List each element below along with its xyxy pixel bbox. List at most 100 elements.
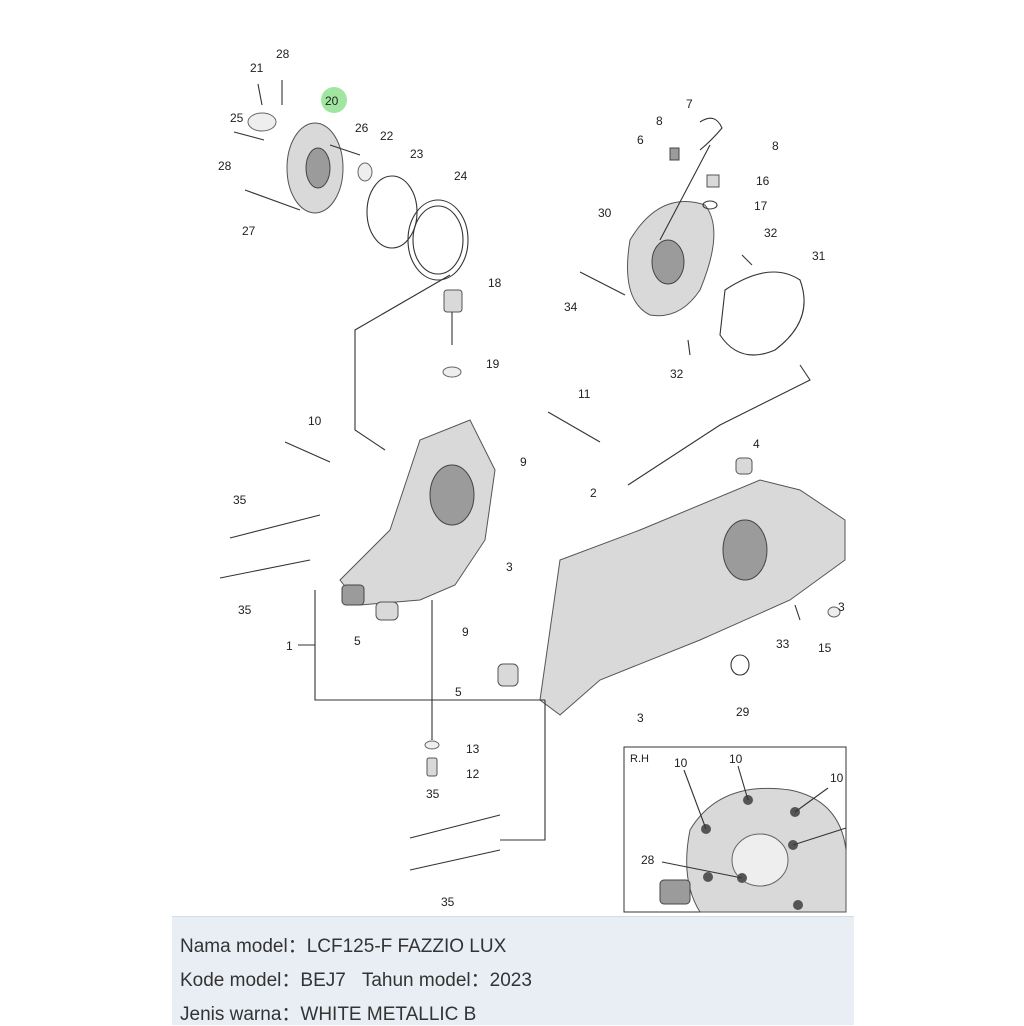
link-fitting <box>659 144 711 241</box>
label-27: 27 <box>242 224 256 238</box>
label-3a: 3 <box>506 560 513 574</box>
label-32b: 32 <box>670 367 684 381</box>
bolt-27 <box>244 189 301 211</box>
pin-21 <box>257 83 263 106</box>
bearing-bore-left <box>429 464 475 526</box>
label-33: 33 <box>776 637 790 651</box>
bolt-34 <box>579 271 626 296</box>
label-4: 4 <box>753 437 760 451</box>
dowel-32a <box>741 254 753 266</box>
dowel-33 <box>794 604 801 621</box>
washer-19 <box>442 366 462 378</box>
label-6: 6 <box>637 133 644 147</box>
cover-30-bore <box>651 239 685 285</box>
label-12: 12 <box>466 767 480 781</box>
part-labels: 20 28 21 25 26 22 23 24 28 27 18 19 7 8 … <box>218 47 845 909</box>
label-8a: 8 <box>656 114 663 128</box>
inset-leader-b <box>737 765 749 801</box>
o-ring-23 <box>366 175 418 249</box>
link-rightcover-to-case <box>627 364 811 486</box>
inset-leader-c <box>794 787 829 813</box>
label-9b: 9 <box>462 625 469 639</box>
label-23: 23 <box>410 147 424 161</box>
inset-label-28: 28 <box>641 853 655 867</box>
gasket-31 <box>719 271 805 356</box>
inset-leader-d <box>792 827 847 846</box>
label-1: 1 <box>286 639 293 653</box>
link-lines <box>298 144 811 841</box>
label-3b: 3 <box>637 711 644 725</box>
plug-16 <box>706 174 720 188</box>
bracket-1 <box>314 590 545 701</box>
bushing-5a-mount <box>341 584 365 606</box>
bolt-10 <box>284 441 331 463</box>
label-20: 20 <box>325 94 339 108</box>
pin-26 <box>329 144 361 156</box>
label-26: 26 <box>355 121 369 135</box>
label-28b: 28 <box>218 159 232 173</box>
label-13: 13 <box>466 742 480 756</box>
left-crankcase-group <box>219 411 601 621</box>
right-cover-group <box>579 117 805 356</box>
color-label: Jenis warna： <box>180 1004 301 1025</box>
label-2: 2 <box>590 486 597 500</box>
label-10: 10 <box>308 414 322 428</box>
color-value: WHITE METALLIC B <box>300 1004 477 1025</box>
label-9a: 9 <box>520 455 527 469</box>
label-15: 15 <box>818 641 832 655</box>
label-3c: 3 <box>838 600 845 614</box>
info-row-color: Jenis warna：WHITE METALLIC B <box>180 999 476 1026</box>
inset-label-10c: 10 <box>830 771 844 785</box>
label-5b: 5 <box>455 685 462 699</box>
gasket-13 <box>424 740 440 750</box>
model-name-label: Nama model： <box>180 936 307 957</box>
stud-35c <box>409 814 501 839</box>
label-35a: 35 <box>233 493 247 507</box>
drain-group <box>409 740 501 871</box>
model-name-value: LCF125-F FAZZIO LUX <box>306 936 507 957</box>
gasket-24-inner <box>412 205 464 275</box>
label-35c: 35 <box>426 787 440 801</box>
label-22: 22 <box>380 129 394 143</box>
label-30: 30 <box>598 206 612 220</box>
model-info-panel: Nama model：LCF125-F FAZZIO LUX Kode mode… <box>172 916 854 1025</box>
gasket-24 <box>407 199 469 281</box>
highlight-20 <box>321 87 347 113</box>
label-18: 18 <box>488 276 502 290</box>
label-11: 11 <box>578 387 591 401</box>
bearing-bore-right <box>722 519 768 581</box>
label-31: 31 <box>812 249 826 263</box>
washer-15 <box>827 606 841 618</box>
inset-label-10b: 10 <box>729 752 743 766</box>
bushing-5a <box>375 601 399 621</box>
bolt-11 <box>547 411 601 443</box>
inset-bolt-g <box>793 900 803 910</box>
stud-35a <box>229 514 321 539</box>
crankcase-right <box>539 479 846 716</box>
cover-hub <box>305 147 331 189</box>
label-35d: 35 <box>441 895 455 909</box>
inset-bore <box>731 833 789 887</box>
seal-22 <box>357 162 373 182</box>
fitting-6 <box>669 147 680 161</box>
stud-35b <box>219 559 311 579</box>
label-24: 24 <box>454 169 468 183</box>
exploded-view-svg: 20 28 21 25 26 22 23 24 28 27 18 19 7 8 … <box>218 47 847 913</box>
label-19: 19 <box>486 357 500 371</box>
bracket-25 <box>247 112 277 132</box>
label-32a: 32 <box>764 226 778 240</box>
label-16: 16 <box>756 174 770 188</box>
inset-label-10a: 10 <box>674 756 688 770</box>
label-8b: 8 <box>772 139 779 153</box>
link-studs-lower <box>500 700 546 841</box>
bushing-5b <box>497 663 519 687</box>
model-year-value: 2023 <box>489 970 532 991</box>
bushing-4 <box>735 457 753 475</box>
link-cover-to-case <box>354 274 451 451</box>
model-code-label: Kode model： <box>180 970 301 991</box>
inset-fitting <box>659 879 691 905</box>
seal-29 <box>730 654 750 676</box>
model-code-value: BEJ7 <box>300 970 346 991</box>
crankcase-left-1 <box>339 419 496 606</box>
right-crankcase-group <box>497 457 846 716</box>
